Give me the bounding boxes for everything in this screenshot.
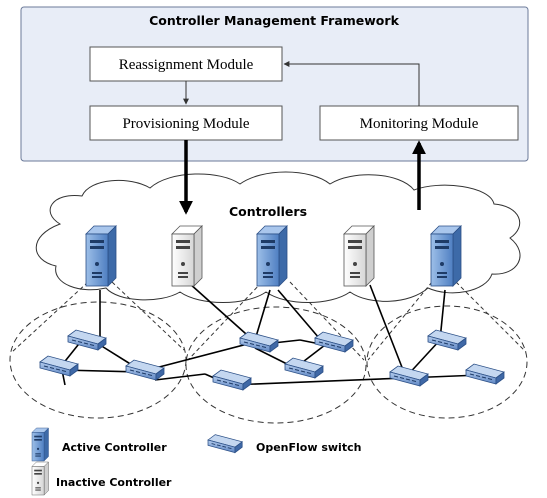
framework-title: Controller Management Framework [149, 13, 399, 28]
provisioning-module-label: Provisioning Module [122, 116, 249, 132]
openflow-switch-icon [39, 355, 79, 377]
legend-inactive-label: Inactive Controller [56, 476, 172, 489]
reassignment-module-box [89, 46, 283, 82]
openflow-switch-icon [465, 363, 505, 385]
controllers-label: Controllers [229, 204, 307, 219]
active-controller-3-icon [430, 225, 462, 287]
legend-active-controller-icon [31, 427, 49, 462]
domain-ellipse-middle [185, 306, 367, 424]
reassignment-module-label: Reassignment Module [119, 57, 254, 73]
legend-inactive-controller-icon [31, 461, 49, 496]
legend-switch-label: OpenFlow switch [256, 441, 361, 454]
openflow-switch-icon [125, 359, 165, 381]
controller-domain-dashes [11, 281, 527, 361]
openflow-switch-icon [389, 365, 429, 387]
monitoring-module-label: Monitoring Module [360, 116, 479, 132]
legend-switch-icon [207, 434, 243, 454]
inactive-controller-1-icon [171, 225, 203, 287]
active-controller-1-icon [85, 225, 117, 287]
openflow-switch-icon [239, 331, 279, 353]
legend: Active Controller OpenFlow switch Inacti… [31, 427, 361, 496]
openflow-switch-icon [212, 369, 252, 391]
monitor-to-reassign-arrow [283, 61, 420, 106]
domain-ellipse-left [9, 301, 187, 419]
domain-ellipse-right [366, 305, 528, 419]
monitoring-module-box [319, 105, 519, 141]
openflow-switch-icon [284, 357, 324, 379]
provisioning-module-box [89, 105, 283, 141]
legend-active-label: Active Controller [62, 441, 167, 454]
active-controller-2-icon [256, 225, 288, 287]
inactive-controller-2-icon [343, 225, 375, 287]
